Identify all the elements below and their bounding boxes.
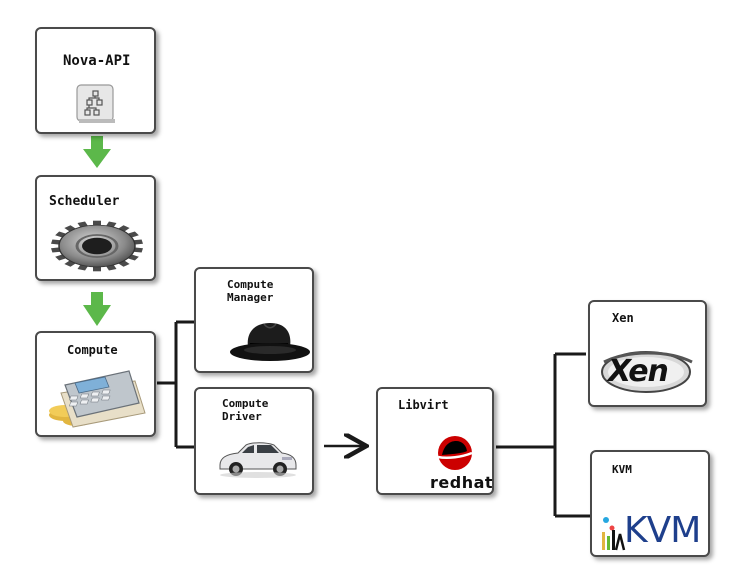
node-label: Compute xyxy=(67,343,118,357)
api-tree-icon xyxy=(76,84,115,123)
node-xen: Xen Xen xyxy=(588,300,707,407)
kvm-wordmark: KVM xyxy=(624,510,701,551)
node-label: Xen xyxy=(612,311,634,325)
node-kvm: KVM KVM xyxy=(590,450,710,557)
node-label: Nova-API xyxy=(63,53,131,69)
kvm-decor-icon xyxy=(602,517,626,551)
arrow-scheduler-to-compute xyxy=(83,292,111,326)
arrow-nova-to-scheduler xyxy=(83,136,111,168)
node-nova-api: Nova-API xyxy=(35,27,156,134)
node-label: Libvirt xyxy=(398,398,449,412)
node-scheduler: Scheduler xyxy=(35,175,156,281)
node-label: Scheduler xyxy=(49,194,120,209)
node-label: KVM xyxy=(612,463,632,476)
redhat-logo xyxy=(437,436,473,470)
bracket-libvirt xyxy=(496,352,590,518)
bracket-compute xyxy=(157,320,194,449)
xen-logo xyxy=(601,351,693,393)
node-compute: Compute xyxy=(35,331,156,437)
redhat-wordmark: redhat xyxy=(430,473,494,492)
node-compute-manager: Compute Manager xyxy=(194,267,314,373)
calculator-icon xyxy=(49,370,146,428)
car-icon xyxy=(219,442,297,478)
node-compute-driver: Compute Driver xyxy=(194,387,314,495)
node-libvirt: Libvirt redhat xyxy=(376,387,494,495)
hat-icon xyxy=(230,323,310,361)
node-label: Compute Manager xyxy=(227,278,274,304)
xen-wordmark: Xen xyxy=(608,354,669,389)
node-label: Compute Driver xyxy=(222,397,269,423)
gear-icon xyxy=(51,220,143,272)
